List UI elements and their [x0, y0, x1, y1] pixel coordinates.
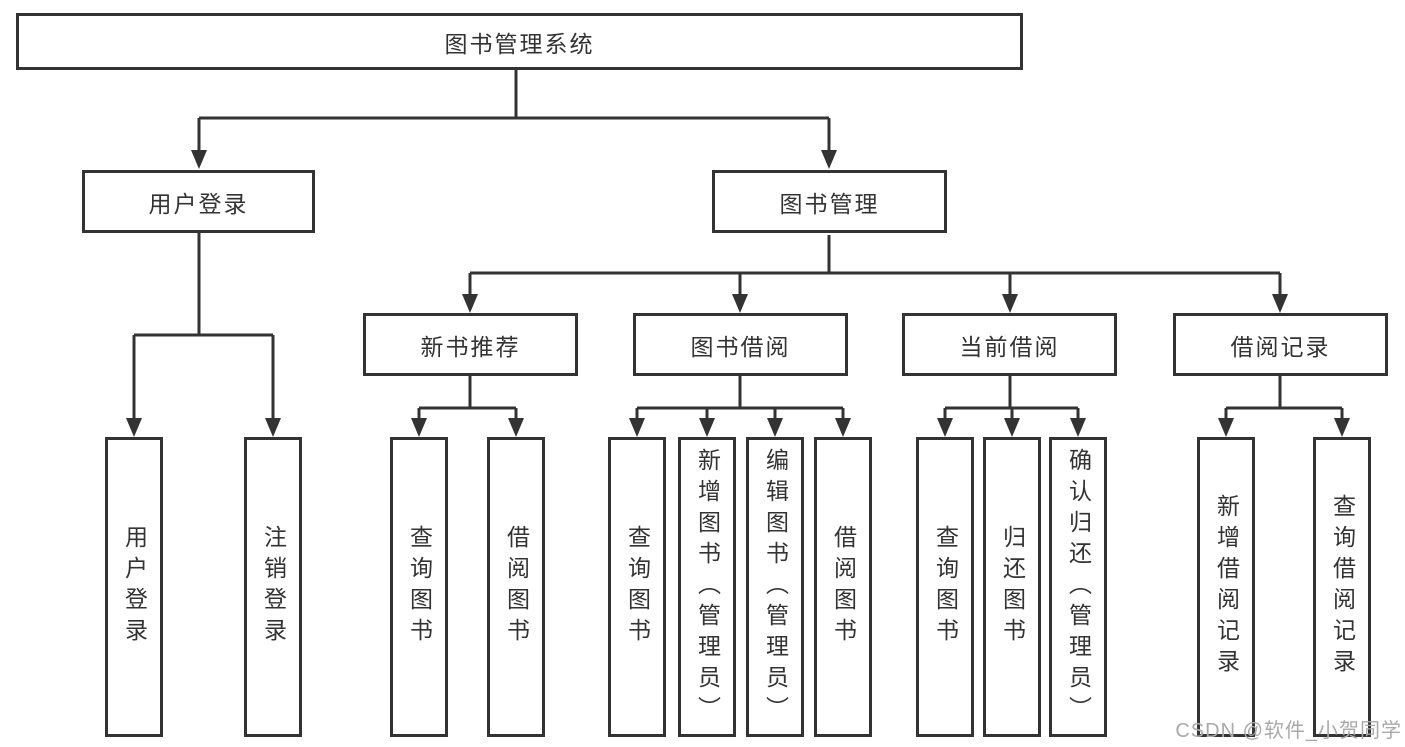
leaf-return-book: 归还图书 — [983, 437, 1041, 737]
leaf-borrow-books-label: 借阅图书 — [830, 525, 857, 649]
connector-root-to-level2 — [191, 70, 837, 169]
leaf-logout-label: 注销登录 — [260, 525, 287, 649]
node-book-borrowing-label: 图书借阅 — [690, 333, 791, 360]
leaf-query-books-recommend-label: 查询图书 — [406, 525, 433, 649]
node-borrowing-records-label: 借阅记录 — [1230, 333, 1331, 360]
node-root-label: 图书管理系统 — [444, 30, 595, 57]
leaf-confirm-return-admin-label: 确认归还（管理员） — [1065, 447, 1092, 727]
connector-book-mgmt-to-level3 — [462, 235, 1288, 313]
leaf-add-book-admin-label: 新增图书（管理员） — [694, 447, 721, 727]
node-current-borrowing-label: 当前借阅 — [959, 333, 1060, 360]
leaf-edit-book-admin-label: 编辑图书（管理员） — [762, 447, 789, 727]
node-root-system: 图书管理系统 — [16, 13, 1023, 70]
connector-new-book-children — [411, 376, 524, 437]
leaf-query-borrow-record-label: 查询借阅记录 — [1329, 494, 1356, 680]
leaf-add-borrow-record-label: 新增借阅记录 — [1213, 494, 1240, 680]
leaf-logout: 注销登录 — [244, 437, 302, 737]
leaf-edit-book-admin: 编辑图书（管理员） — [746, 437, 804, 737]
leaf-borrow-books: 借阅图书 — [814, 437, 872, 737]
csdn-watermark: CSDN @软件_小贺同学 — [1175, 720, 1402, 742]
leaf-query-borrow-record: 查询借阅记录 — [1313, 437, 1371, 737]
node-book-borrowing: 图书借阅 — [633, 313, 848, 376]
leaf-query-books-borrow: 查询图书 — [608, 437, 666, 737]
node-user-login-label: 用户登录 — [148, 190, 249, 217]
node-current-borrowing: 当前借阅 — [902, 313, 1117, 376]
node-borrowing-records: 借阅记录 — [1173, 313, 1388, 376]
connector-book-borrow-children — [629, 376, 851, 437]
leaf-user-login: 用户登录 — [105, 437, 163, 737]
leaf-add-book-admin: 新增图书（管理员） — [678, 437, 736, 737]
node-book-management-label: 图书管理 — [779, 190, 880, 217]
leaf-query-books-current-label: 查询图书 — [932, 525, 959, 649]
leaf-query-books-recommend: 查询图书 — [390, 437, 448, 737]
leaf-return-book-label: 归还图书 — [999, 525, 1026, 649]
connector-user-login-children — [126, 233, 281, 437]
node-user-login: 用户登录 — [82, 170, 315, 233]
node-new-book-recommend: 新书推荐 — [363, 313, 578, 376]
leaf-borrow-books-recommend-label: 借阅图书 — [503, 525, 530, 649]
connector-borrow-records-children — [1218, 376, 1350, 437]
leaf-borrow-books-recommend: 借阅图书 — [487, 437, 545, 737]
node-new-book-recommend-label: 新书推荐 — [420, 333, 521, 360]
leaf-query-books-borrow-label: 查询图书 — [624, 525, 651, 649]
leaf-add-borrow-record: 新增借阅记录 — [1197, 437, 1255, 737]
leaf-query-books-current: 查询图书 — [916, 437, 974, 737]
leaf-user-login-label: 用户登录 — [121, 525, 148, 649]
node-book-management: 图书管理 — [712, 170, 947, 233]
connector-current-borrow-children — [937, 376, 1086, 437]
leaf-confirm-return-admin: 确认归还（管理员） — [1049, 437, 1107, 737]
